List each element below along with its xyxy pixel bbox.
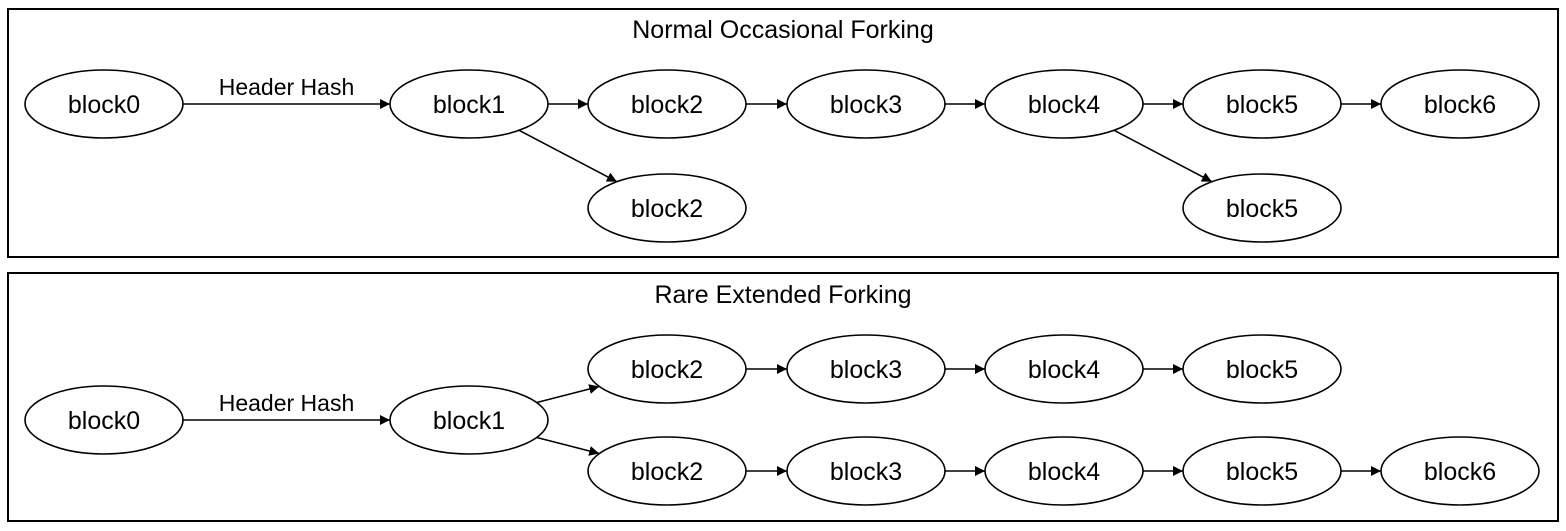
block-node-shape [1182, 173, 1342, 243]
block-node-label: block6 [1424, 91, 1496, 119]
block-node-label: block0 [68, 407, 140, 435]
block-node-shape [786, 69, 946, 139]
block-node-label: block1 [433, 91, 505, 119]
block-node: block5 [1182, 173, 1342, 243]
block-node-shape [389, 69, 549, 139]
block-node-shape [1182, 334, 1342, 404]
block-node-label: block2 [631, 91, 703, 119]
block-node-label: block3 [830, 91, 902, 119]
block-node-shape [786, 436, 946, 506]
edge-arrow [536, 384, 600, 404]
block-node: block0 [24, 385, 184, 455]
block-node-label: block2 [631, 458, 703, 486]
block-node: block5 [1182, 334, 1342, 404]
block-node: block1 [389, 385, 549, 455]
edge-layer: Header Hash [183, 364, 1381, 476]
block-node-label: block4 [1028, 91, 1100, 119]
edge-arrow [1113, 129, 1213, 183]
block-node-label: block2 [631, 195, 703, 223]
block-node-label: block4 [1028, 356, 1100, 384]
block-node: block2 [587, 334, 747, 404]
block-node-shape [1182, 69, 1342, 139]
block-node: block5 [1182, 436, 1342, 506]
block-node: block3 [786, 334, 946, 404]
block-node-label: block5 [1226, 356, 1298, 384]
block-node: block0 [24, 69, 184, 139]
block-node: block4 [984, 436, 1144, 506]
block-node-shape [587, 334, 747, 404]
edge-arrow [518, 129, 618, 183]
block-node-label: block1 [433, 407, 505, 435]
panel-title: Rare Extended Forking [654, 281, 911, 309]
block-node-shape [1182, 436, 1342, 506]
block-node: block4 [984, 334, 1144, 404]
block-node: block5 [1182, 69, 1342, 139]
edge-label: Header Hash [219, 74, 355, 100]
block-node: block4 [984, 69, 1144, 139]
panel-frame [7, 272, 1559, 522]
panel-title: Normal Occasional Forking [632, 16, 934, 44]
panel-normal-forking: Normal Occasional Forking Header Hash bl… [7, 8, 1559, 258]
block-node: block2 [587, 69, 747, 139]
block-node-shape [587, 436, 747, 506]
block-node: block3 [786, 436, 946, 506]
panel-frame [7, 8, 1559, 258]
block-node-label: block6 [1424, 458, 1496, 486]
block-node-label: block5 [1226, 91, 1298, 119]
block-node-label: block2 [631, 356, 703, 384]
block-node-label: block0 [68, 91, 140, 119]
block-node-shape [1380, 69, 1540, 139]
block-node-label: block5 [1226, 458, 1298, 486]
block-node-shape [24, 385, 184, 455]
block-node: block2 [587, 173, 747, 243]
block-node-shape [24, 69, 184, 139]
edge-layer: Header Hash [183, 74, 1381, 183]
block-node-label: block3 [830, 356, 902, 384]
block-node-shape [389, 385, 549, 455]
node-layer: block0 block1 block2 block3 block4 block5 bloc… [24, 334, 1540, 506]
block-node-shape [786, 334, 946, 404]
panel-extended-forking: Rare Extended Forking Header Hash block0… [7, 272, 1559, 522]
block-node-label: block5 [1226, 195, 1298, 223]
block-node-shape [984, 69, 1144, 139]
block-node-label: block4 [1028, 458, 1100, 486]
block-node-shape [984, 436, 1144, 506]
edge-arrow [536, 436, 600, 456]
block-node-shape [587, 173, 747, 243]
block-node: block6 [1380, 436, 1540, 506]
edge-label: Header Hash [219, 390, 355, 416]
block-node: block3 [786, 69, 946, 139]
block-node-label: block3 [830, 458, 902, 486]
block-node-shape [984, 334, 1144, 404]
block-node: block1 [389, 69, 549, 139]
block-node-shape [587, 69, 747, 139]
node-layer: block0 block1 block2 block3 block4 block5 bloc… [24, 69, 1540, 243]
block-node-shape [1380, 436, 1540, 506]
block-node: block2 [587, 436, 747, 506]
block-node: block6 [1380, 69, 1540, 139]
